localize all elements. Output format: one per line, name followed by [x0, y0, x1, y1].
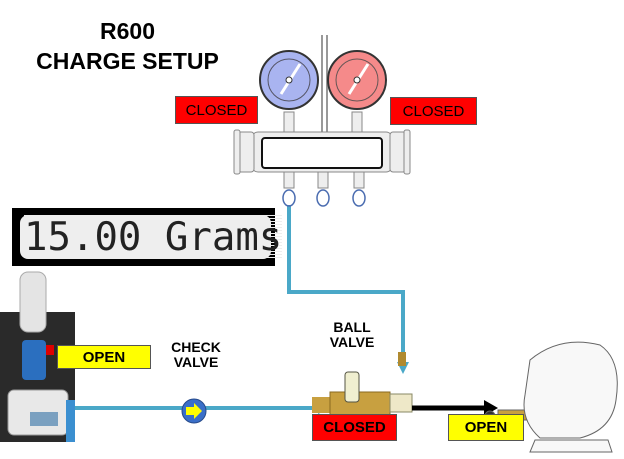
manifold-hose	[287, 205, 405, 366]
title-line-1: R600	[100, 18, 155, 44]
tank-valve-status: OPEN	[57, 345, 151, 369]
refrigerant-bottle	[19, 271, 47, 333]
scale-display: 15.00 Grams	[12, 208, 283, 266]
manifold	[233, 35, 411, 189]
low-side-valve-status: CLOSED	[175, 96, 258, 124]
check-valve-symbol	[181, 398, 207, 424]
high-side-valve-status: CLOSED	[390, 97, 477, 125]
manifold-ports	[282, 189, 366, 207]
scale-display-panel: 15.00 Grams	[20, 214, 283, 260]
compressor-valve-status: OPEN	[448, 414, 524, 441]
ball-valve-label: BALL VALVE	[329, 319, 375, 350]
scale-reading: 15.00 Grams	[24, 214, 283, 260]
tank-valve	[22, 340, 46, 380]
high-pressure-gauge	[327, 50, 387, 110]
ball-valve-handle	[344, 371, 360, 403]
arrow-right-icon	[186, 403, 202, 419]
title-line-2: CHARGE SETUP	[36, 48, 219, 74]
ball-valve-status: CLOSED	[312, 414, 397, 441]
compressor	[484, 341, 618, 453]
low-pressure-gauge	[259, 50, 319, 110]
ball-valve	[312, 352, 413, 417]
refrigerant-tank-on-scale	[0, 271, 75, 442]
check-valve-label: CHECK VALVE	[171, 339, 221, 370]
